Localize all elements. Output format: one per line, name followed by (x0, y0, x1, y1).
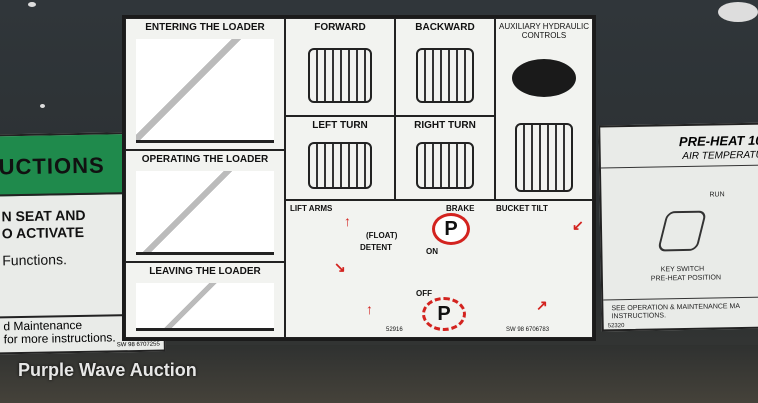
arrow-tilt-icon: ↗ (536, 297, 548, 313)
panel-title: FORWARD (314, 22, 366, 33)
arrow-up-icon: ↑ (366, 301, 373, 317)
decal-code: 52916 (386, 327, 403, 333)
hydraulic-switch-icon (512, 59, 576, 97)
label-run: RUN (709, 191, 725, 199)
panel-title: ENTERING THE LOADER (145, 22, 265, 33)
paint-spot (28, 2, 36, 7)
panel-left-turn: LEFT TURN (285, 116, 395, 200)
panel-backward: BACKWARD (395, 18, 495, 116)
panel-entering: ENTERING THE LOADER (125, 18, 285, 150)
panel-title: BACKWARD (415, 22, 475, 33)
control-lever-icon (415, 47, 475, 104)
label-on: ON (426, 247, 438, 256)
center-operation-decal: ENTERING THE LOADER OPERATING THE LOADER… (122, 15, 596, 341)
panel-title: RIGHT TURN (414, 120, 476, 131)
arrow-down-icon: ↘ (334, 259, 346, 275)
panel-leaving: LEAVING THE LOADER (125, 262, 285, 338)
label-off: OFF (416, 289, 432, 298)
panel-right-turn: RIGHT TURN (395, 116, 495, 200)
paint-spot (40, 104, 45, 108)
label-bucket-tilt: BUCKET TILT (496, 204, 548, 213)
operator-illustration (136, 171, 274, 255)
key-switch-icon (657, 210, 708, 252)
arrow-tilt-icon: ↙ (572, 217, 584, 233)
ledge (0, 345, 758, 403)
panel-forward: FORWARD (285, 18, 395, 116)
panel-title: LEAVING THE LOADER (149, 266, 261, 277)
label-lift-arms: LIFT ARMS (290, 204, 333, 213)
arrow-up-icon: ↑ (344, 213, 351, 229)
decal-title: PRE-HEAT 10 (678, 132, 758, 150)
panel-title: LEFT TURN (312, 120, 368, 131)
paint-spot (718, 2, 758, 22)
label-float: (FLOAT) (366, 231, 398, 240)
note-text: INSTRUCTIONS. (611, 312, 667, 321)
label-key-switch: KEY SWITCH (660, 265, 705, 274)
panel-aux-hydraulic: AUXILIARY HYDRAULIC CONTROLS (495, 18, 593, 200)
decal-code: SW 98 6707255 (116, 341, 160, 349)
divider (603, 296, 758, 301)
p-symbol: P (444, 217, 458, 240)
panel-title: AUXILIARY HYDRAULIC CONTROLS (499, 22, 589, 40)
decal-subtitle: AIR TEMPERATU (600, 147, 758, 169)
brake-off-icon: P (422, 297, 466, 331)
panel-operating: OPERATING THE LOADER (125, 150, 285, 262)
label-brake: BRAKE (446, 204, 475, 213)
preheat-decal: PRE-HEAT 10 AIR TEMPERATU RUN KEY SWITCH… (598, 122, 758, 332)
control-lever-icon (307, 47, 373, 104)
brake-on-icon: P (432, 213, 470, 245)
note-text: SEE OPERATION & MAINTENANCE MA (611, 303, 741, 313)
decal-code: SW 98 6706783 (506, 327, 550, 333)
control-lever-icon (307, 141, 373, 190)
label-preheat-position: PRE-HEAT POSITION (650, 274, 722, 283)
label-detent: DETENT (360, 243, 392, 252)
watermark: Purple Wave Auction (18, 360, 197, 380)
operator-illustration (136, 283, 274, 331)
operator-illustration (136, 39, 274, 143)
panel-title: OPERATING THE LOADER (141, 154, 269, 165)
panel-lift-tilt: LIFT ARMS (FLOAT) DETENT BRAKE ON OFF BU… (285, 200, 593, 338)
decal-code: 52320 (607, 323, 625, 330)
p-symbol: P (437, 302, 451, 325)
control-lever-icon (415, 141, 475, 190)
control-lever-icon (515, 123, 573, 192)
